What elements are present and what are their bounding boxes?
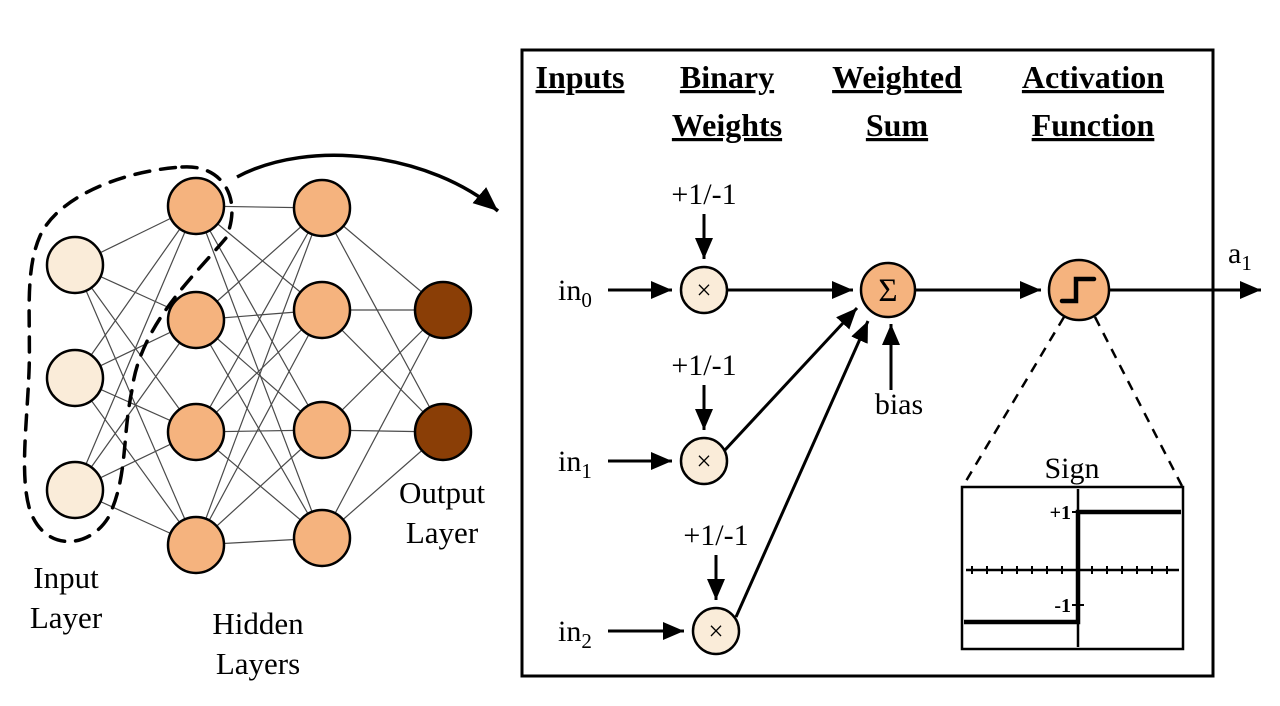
multiply-symbol-2: ×: [708, 616, 723, 646]
multiply-symbol-1: ×: [696, 446, 711, 476]
output-neuron-0: [413, 280, 473, 340]
multiply-symbol-0: ×: [696, 275, 711, 305]
hidden-neuron-1-1: [166, 290, 226, 350]
header-weighted-sum-line2: Sum: [866, 107, 929, 143]
input-neuron-0: [45, 235, 105, 295]
to-sum-arrow-1: [723, 306, 859, 452]
input-label-1: in1: [558, 445, 592, 483]
connection-line: [321, 207, 444, 433]
connection-line: [74, 319, 197, 491]
hidden-layers-label-line2: Layers: [216, 646, 300, 681]
hidden-neuron-2-3: [292, 508, 352, 568]
hidden-layers-label-line1: Hidden: [212, 606, 304, 641]
hidden-neuron-1-0: [166, 176, 226, 236]
input-label-0: in0: [558, 274, 592, 312]
connection-line: [195, 205, 323, 539]
weight-label-1: +1/-1: [671, 349, 736, 382]
activation-node: [1047, 258, 1111, 322]
connection-line: [74, 205, 197, 491]
sign-inset-callout-right: [1093, 316, 1184, 487]
connection-line: [195, 309, 323, 546]
hidden-neuron-1-2: [166, 402, 226, 462]
connection-line: [321, 309, 444, 539]
input-neuron-1: [45, 348, 105, 408]
multiply-node-1: [679, 436, 729, 486]
header-activation-line2: Function: [1032, 107, 1155, 143]
connection-line: [195, 319, 323, 539]
output-label: a1: [1228, 237, 1252, 275]
input-layer-label-line2: Layer: [30, 600, 103, 635]
hidden-neuron-2-0: [292, 178, 352, 238]
sum-symbol: Σ: [878, 273, 897, 309]
header-weighted-sum-line1: Weighted: [832, 59, 962, 95]
bias-label: bias: [875, 388, 923, 421]
zoom-arrow: [236, 153, 500, 213]
header-binary-weights-line1: Binary: [680, 59, 774, 95]
connection-line: [195, 205, 323, 431]
connection-line: [195, 207, 323, 546]
header-activation-line1: Activation: [1022, 59, 1164, 95]
output-neuron-1: [413, 402, 473, 462]
input-label-2: in2: [558, 615, 592, 653]
connection-line: [74, 205, 197, 379]
sign-low-label: -1: [1054, 595, 1071, 617]
selection-outline: [22, 165, 234, 544]
step-function-icon: [1059, 276, 1097, 304]
connection-line: [195, 207, 323, 433]
sign-step-curve: [964, 509, 1181, 625]
input-layer-label-line1: Input: [33, 560, 99, 595]
network-connections: [74, 205, 444, 546]
input-neuron-2: [45, 460, 105, 520]
output-layer-label-line1: Output: [399, 475, 486, 510]
network-overview: Input Layer Hidden Layers Output Layer: [22, 153, 500, 681]
hidden-neuron-1-3: [166, 515, 226, 575]
header-binary-weights-line2: Weights: [672, 107, 782, 143]
weight-label-2: +1/-1: [683, 519, 748, 552]
multiply-node-2: [691, 606, 741, 656]
neuron-detail-panel: Inputs Binary Weights Weighted Sum Activ…: [520, 48, 1261, 678]
hidden-neuron-2-2: [292, 400, 352, 460]
sign-title: Sign: [1044, 452, 1099, 485]
hidden-neuron-2-1: [292, 280, 352, 340]
weight-label-0: +1/-1: [671, 178, 736, 211]
sign-inset-callout-left: [961, 316, 1066, 487]
output-layer-label-line2: Layer: [406, 515, 479, 550]
header-inputs: Inputs: [536, 59, 625, 95]
to-sum-arrow-2: [734, 320, 870, 618]
sign-high-label: +1: [1050, 502, 1071, 524]
